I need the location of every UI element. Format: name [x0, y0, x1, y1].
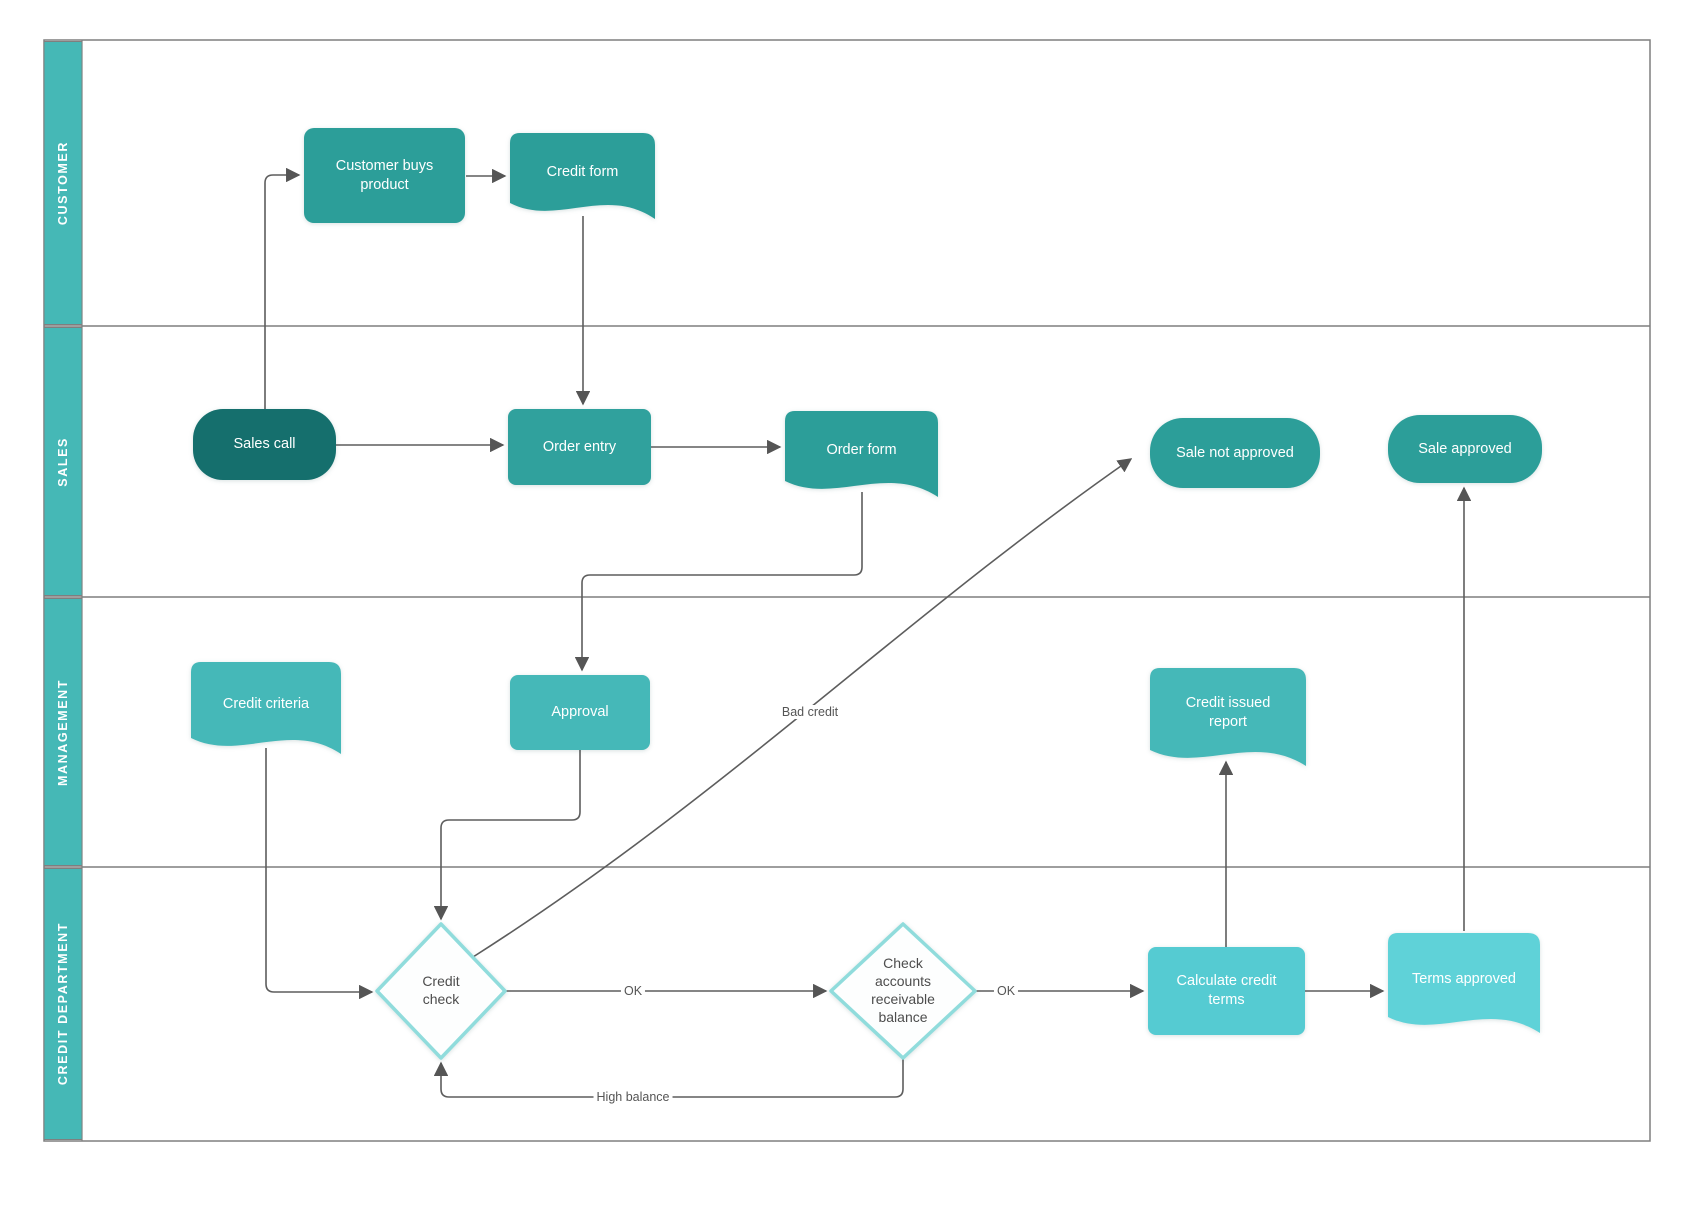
edge-order_form-to-approval[interactable]	[574, 492, 863, 672]
node-terms-approved[interactable]	[1388, 933, 1540, 1033]
node-credit-check[interactable]	[375, 922, 507, 1060]
node-credit-criteria[interactable]	[191, 662, 341, 754]
edge-sales_call-to-customer_buys_product[interactable]	[264, 167, 301, 409]
edge-check_accounts_receivable_balance-to-credit_check[interactable]	[433, 1058, 904, 1098]
lane-header-sales[interactable]	[43, 327, 83, 596]
lane-header-management[interactable]	[43, 598, 83, 866]
edge-credit_criteria-to-credit_check[interactable]	[265, 748, 374, 1000]
node-calculate-credit-terms[interactable]	[1148, 947, 1305, 1035]
lane-header-customer[interactable]	[43, 41, 83, 325]
node-sale-not-approved[interactable]	[1150, 418, 1320, 488]
node-order-entry[interactable]	[508, 409, 651, 485]
node-sale-approved[interactable]	[1388, 415, 1542, 483]
node-credit-form[interactable]	[510, 133, 655, 219]
node-customer-buys-product[interactable]	[304, 128, 465, 223]
node-credit-issued-report[interactable]	[1150, 668, 1306, 766]
node-check-accounts-receivable-balance[interactable]	[829, 922, 977, 1060]
lane-header-credit-department[interactable]	[43, 868, 83, 1140]
node-approval[interactable]	[510, 675, 650, 750]
edge-approval-to-credit_check[interactable]	[433, 750, 581, 921]
node-sales-call[interactable]	[193, 409, 336, 480]
lane-frame	[43, 39, 1651, 1142]
node-order-form[interactable]	[785, 411, 938, 497]
